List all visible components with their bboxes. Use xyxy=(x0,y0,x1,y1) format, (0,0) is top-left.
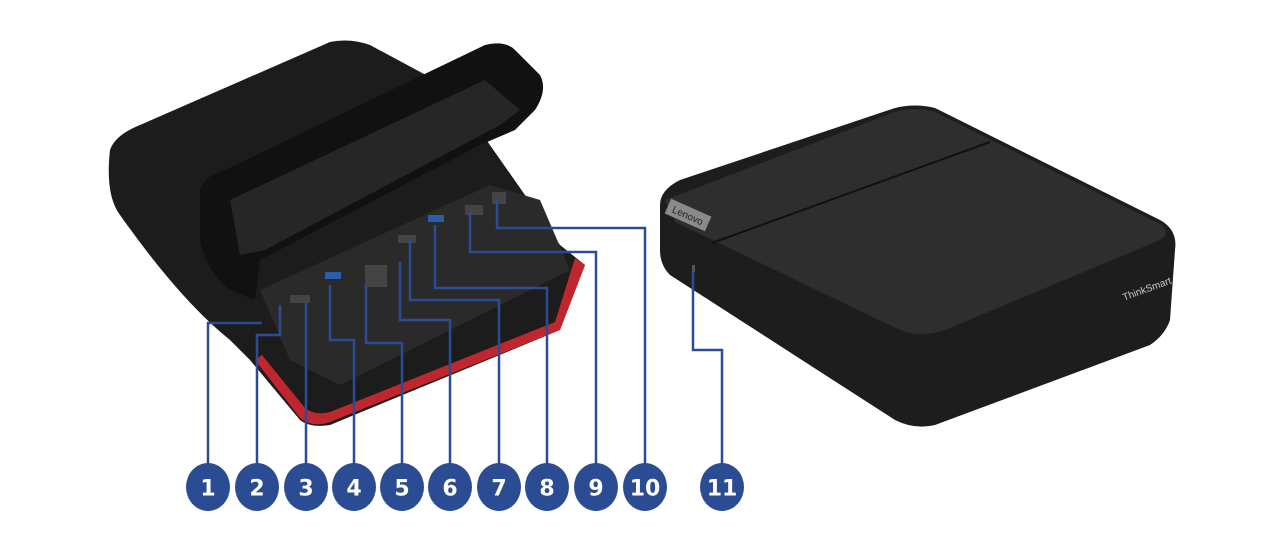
leader-line-2 xyxy=(255,305,282,465)
callout-circle xyxy=(477,463,521,511)
leader-line-6 xyxy=(398,262,452,465)
callout-number: 10 xyxy=(630,477,661,502)
callout-badge-4: 4 xyxy=(332,463,376,511)
callout-circle xyxy=(700,463,744,511)
callout-circle xyxy=(284,463,328,511)
dock-red-trim xyxy=(255,258,585,425)
callout-circle xyxy=(380,463,424,511)
usb-c-port xyxy=(692,265,695,272)
callout-circle xyxy=(574,463,618,511)
callout-circle xyxy=(186,463,230,511)
callout-badge-2: 2 xyxy=(235,463,279,511)
leader-line-8 xyxy=(433,225,549,465)
callout-badges: 1 2 3 4 5 6 7 8 9 10 11 xyxy=(186,463,744,511)
port xyxy=(398,235,416,243)
dock-lid-inner xyxy=(230,80,520,255)
callout-number: 6 xyxy=(442,477,457,502)
callout-number: 7 xyxy=(491,477,506,502)
callout-badge-6: 6 xyxy=(428,463,472,511)
callout-badge-1: 1 xyxy=(186,463,230,511)
callout-circle xyxy=(623,463,667,511)
leader-line-4 xyxy=(328,285,356,465)
leader-line-1 xyxy=(206,321,262,465)
callout-badge-5: 5 xyxy=(380,463,424,511)
dock-port-bay xyxy=(260,185,570,385)
port xyxy=(290,295,310,303)
leader-line-5 xyxy=(364,285,404,465)
callout-circle xyxy=(525,463,569,511)
callout-number: 11 xyxy=(707,477,738,502)
panel-seam xyxy=(711,141,991,244)
callout-number: 4 xyxy=(346,477,361,502)
port xyxy=(465,205,483,215)
usb-port xyxy=(325,272,341,279)
callout-badge-11: 11 xyxy=(700,463,744,511)
usb-port xyxy=(428,215,444,222)
callout-number: 1 xyxy=(200,477,215,502)
callout-number: 5 xyxy=(394,477,409,502)
callout-number: 8 xyxy=(539,477,554,502)
dock-device xyxy=(108,40,585,426)
leader-line-11 xyxy=(691,272,724,465)
callout-badge-3: 3 xyxy=(284,463,328,511)
port xyxy=(492,192,506,204)
compute-device: Lenovo ThinkSmart xyxy=(660,105,1176,427)
leader-lines xyxy=(206,200,724,465)
compute-top xyxy=(665,109,1166,334)
ethernet-plug xyxy=(365,265,387,287)
leader-line-10 xyxy=(495,200,647,465)
callout-circle xyxy=(428,463,472,511)
callout-circle xyxy=(332,463,376,511)
callout-badge-10: 10 xyxy=(623,463,667,511)
leader-line-9 xyxy=(468,212,598,465)
leader-line-7 xyxy=(408,240,501,465)
callout-badge-8: 8 xyxy=(525,463,569,511)
callout-badge-9: 9 xyxy=(574,463,618,511)
callout-badge-7: 7 xyxy=(477,463,521,511)
callout-number: 2 xyxy=(249,477,264,502)
callout-number: 3 xyxy=(298,477,313,502)
callout-number: 9 xyxy=(588,477,603,502)
dock-ports xyxy=(290,192,506,303)
callout-circle xyxy=(235,463,279,511)
